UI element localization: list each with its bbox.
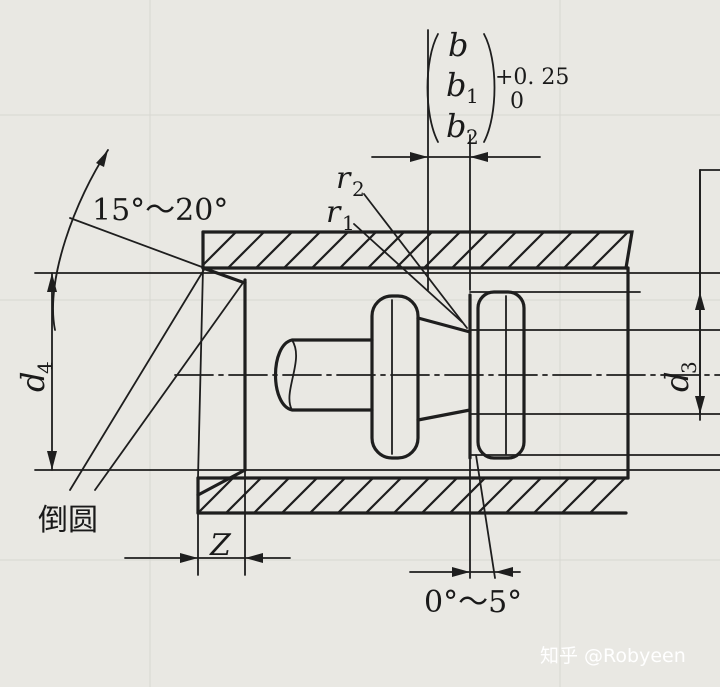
b1-label: b: [446, 66, 466, 104]
angle-top-label: 15°～20°: [92, 193, 228, 228]
r1-label: r: [326, 195, 342, 230]
tolerance-lower: 0: [510, 89, 524, 114]
d4-subscript: 4: [33, 361, 57, 374]
watermark: 知乎 @Robyeen: [540, 645, 686, 667]
tolerance-upper: +0. 25: [495, 65, 569, 90]
d3-dimension: [695, 291, 705, 415]
b1-subscript: 1: [466, 84, 479, 108]
housing-bottom-wall: [196, 476, 630, 515]
d4-label: d: [14, 372, 52, 392]
r2-subscript: 2: [352, 177, 365, 201]
d3-subscript: 3: [677, 361, 701, 374]
d4-dimension: [47, 272, 57, 471]
snap-ring-left: [370, 294, 472, 460]
chamfer-leaders: [69, 267, 246, 491]
radius-leaders: [353, 193, 468, 329]
b2-label: b: [446, 107, 466, 145]
r2-label: r: [336, 161, 352, 196]
chamfer-label: 倒圆: [38, 503, 98, 538]
housing-top-wall: [201, 230, 634, 270]
angle-annotation-bottom: [409, 567, 521, 577]
b2-subscript: 2: [466, 125, 479, 149]
angle-bottom-label: 0°～5°: [424, 585, 522, 620]
angle-annotation-top: [52, 149, 246, 331]
z-label: Z: [209, 528, 232, 563]
b-label: b: [448, 26, 468, 64]
r1-subscript: 1: [342, 211, 355, 235]
b2-dimension: [371, 152, 541, 162]
z-dimension: [124, 469, 291, 576]
tolerance-bracket: [426, 33, 496, 143]
d3-label: d: [658, 372, 696, 392]
